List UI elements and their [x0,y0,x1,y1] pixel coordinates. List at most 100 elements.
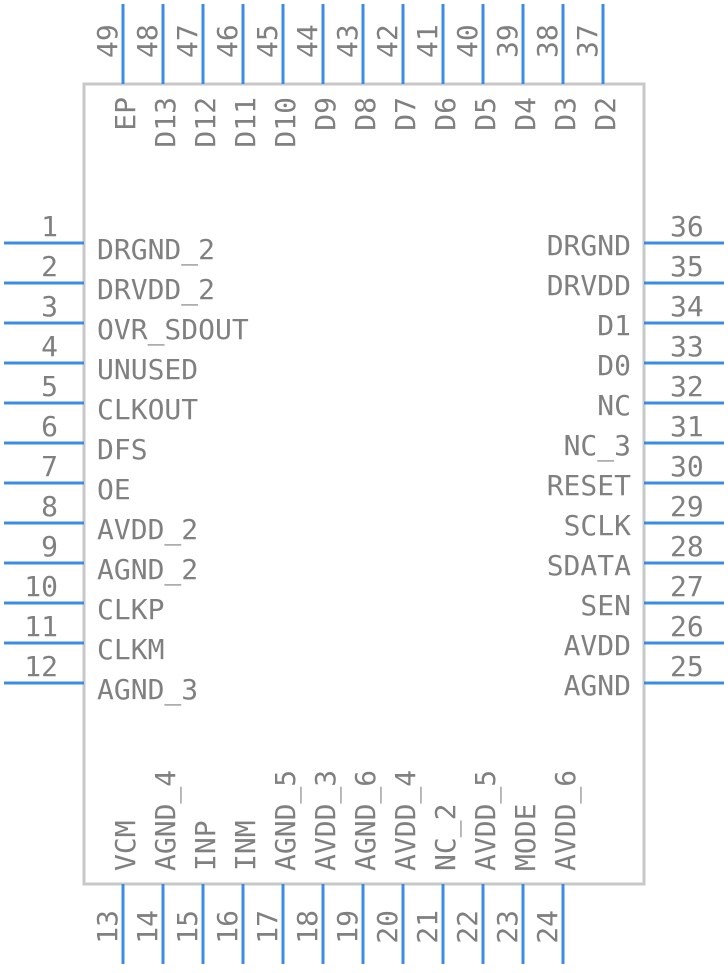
pin-number-46: 46 [211,24,244,58]
pin-name-vcm: VCM [109,820,142,871]
pin-number-28: 28 [670,530,704,563]
pin-name-sen: SEN [580,589,631,622]
pin-name-nc_3: NC_3 [564,429,631,463]
pin-number-12: 12 [24,650,58,683]
pin-name-clkp: CLKP [97,593,164,626]
pin-name-agnd_6: AGND_6 [349,770,383,871]
pin-name-avdd: AVDD [564,629,631,662]
pin-number-14: 14 [131,910,164,944]
pin-number-27: 27 [670,570,704,603]
pin-number-23: 23 [491,910,524,944]
pin-number-16: 16 [211,910,244,944]
pin-number-35: 35 [670,250,704,283]
pin-number-17: 17 [251,910,284,944]
pin-number-43: 43 [331,24,364,58]
pin-number-22: 22 [451,910,484,944]
pin-name-mode: MODE [509,804,542,871]
pin-name-inp: INP [189,820,222,871]
pin-name-d0: D0 [597,349,631,382]
pin-name-ovr_sdout: OVR_SDOUT [97,313,249,347]
pin-number-19: 19 [331,910,364,944]
pin-number-42: 42 [371,24,404,58]
pin-name-reset: RESET [547,469,631,502]
pin-number-33: 33 [670,330,704,363]
pin-number-34: 34 [670,290,704,323]
pin-name-sdata: SDATA [547,549,631,582]
pin-number-31: 31 [670,410,704,443]
pin-name-nc: NC [597,389,631,422]
pin-name-dfs: DFS [97,433,148,466]
pin-number-44: 44 [291,24,324,58]
pin-name-unused: UNUSED [97,353,198,386]
pin-name-avdd_2: AVDD_2 [97,513,198,547]
pin-name-ep: EP [109,97,142,131]
pin-number-29: 29 [670,490,704,523]
pin-name-avdd_3: AVDD_3 [309,770,343,871]
pin-name-avdd_5: AVDD_5 [469,770,503,871]
pin-name-d11: D11 [229,97,262,148]
pin-name-d9: D9 [309,97,342,131]
pin-name-d13: D13 [149,97,182,148]
pin-name-agnd: AGND [564,669,631,702]
pin-number-45: 45 [251,24,284,58]
pin-name-d12: D12 [189,97,222,148]
pin-name-agnd_4: AGND_4 [149,770,183,871]
pin-number-38: 38 [531,24,564,58]
pin-name-drgnd_2: DRGND_2 [97,233,215,267]
pin-number-26: 26 [670,610,704,643]
pin-name-d4: D4 [509,97,542,131]
pin-name-nc_2: NC_2 [429,804,463,871]
pin-number-32: 32 [670,370,704,403]
pin-name-d6: D6 [429,97,462,131]
pin-number-15: 15 [171,910,204,944]
pin-number-6: 6 [41,410,58,443]
pin-number-40: 40 [451,24,484,58]
pin-number-7: 7 [41,450,58,483]
pin-number-41: 41 [411,24,444,58]
pin-number-13: 13 [91,910,124,944]
pin-number-3: 3 [41,290,58,323]
pin-name-d7: D7 [389,97,422,131]
pin-number-25: 25 [670,650,704,683]
pin-name-d1: D1 [597,309,631,342]
pin-number-8: 8 [41,490,58,523]
pin-name-clkout: CLKOUT [97,393,198,426]
pin-number-21: 21 [411,910,444,944]
pin-name-oe: OE [97,473,131,506]
pin-name-d8: D8 [349,97,382,131]
pin-name-d5: D5 [469,97,502,131]
pin-name-avdd_4: AVDD_4 [389,770,423,871]
pin-name-d2: D2 [589,97,622,131]
pin-number-1: 1 [41,210,58,243]
pin-number-24: 24 [531,910,564,944]
pin-name-avdd_6: AVDD_6 [549,770,583,871]
pin-number-4: 4 [41,330,58,363]
pin-number-30: 30 [670,450,704,483]
pin-number-9: 9 [41,530,58,563]
pin-name-drvdd_2: DRVDD_2 [97,273,215,307]
pin-name-inm: INM [229,820,262,871]
pin-name-drvdd: DRVDD [547,269,631,302]
pin-number-11: 11 [24,610,58,643]
pin-name-agnd_3: AGND_3 [97,673,198,707]
pin-number-10: 10 [24,570,58,603]
pin-number-49: 49 [91,24,124,58]
pin-number-2: 2 [41,250,58,283]
pin-name-sclk: SCLK [564,509,632,542]
pin-name-drgnd: DRGND [547,229,631,262]
pin-number-39: 39 [491,24,524,58]
pin-name-agnd_5: AGND_5 [269,770,303,871]
pin-number-37: 37 [571,24,604,58]
pin-name-d3: D3 [549,97,582,131]
pin-number-20: 20 [371,910,404,944]
pin-number-36: 36 [670,210,704,243]
pin-number-48: 48 [131,24,164,58]
pin-number-5: 5 [41,370,58,403]
pin-name-agnd_2: AGND_2 [97,553,198,587]
pin-name-d10: D10 [269,97,302,148]
pin-number-18: 18 [291,910,324,944]
pin-number-47: 47 [171,24,204,58]
